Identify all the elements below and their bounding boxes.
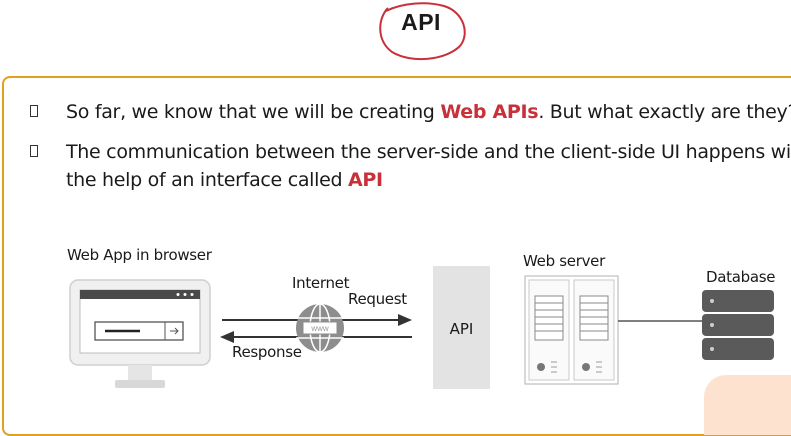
- svg-text:www: www: [310, 324, 329, 333]
- corner-decoration: [704, 375, 791, 435]
- globe-icon: www: [296, 303, 344, 353]
- title-circle-annotation: [379, 2, 466, 61]
- architecture-diagram: www API: [69, 266, 774, 389]
- database-icon: [702, 290, 774, 360]
- webserver-label: Web server: [523, 252, 605, 270]
- response-label: Response: [232, 343, 302, 361]
- bullet-marker: [30, 145, 38, 157]
- internet-label: Internet: [292, 274, 350, 292]
- request-label: Request: [348, 290, 407, 308]
- bullet-marker: [30, 105, 38, 117]
- api-box: API: [433, 266, 490, 389]
- database-label: Database: [706, 268, 776, 286]
- svg-text:API: API: [450, 320, 474, 338]
- page-title: API: [401, 9, 441, 35]
- web-server-icon: [524, 275, 619, 385]
- browser-label: Web App in browser: [67, 246, 212, 264]
- monitor-icon: [69, 279, 211, 388]
- title-area: API: [374, 2, 468, 62]
